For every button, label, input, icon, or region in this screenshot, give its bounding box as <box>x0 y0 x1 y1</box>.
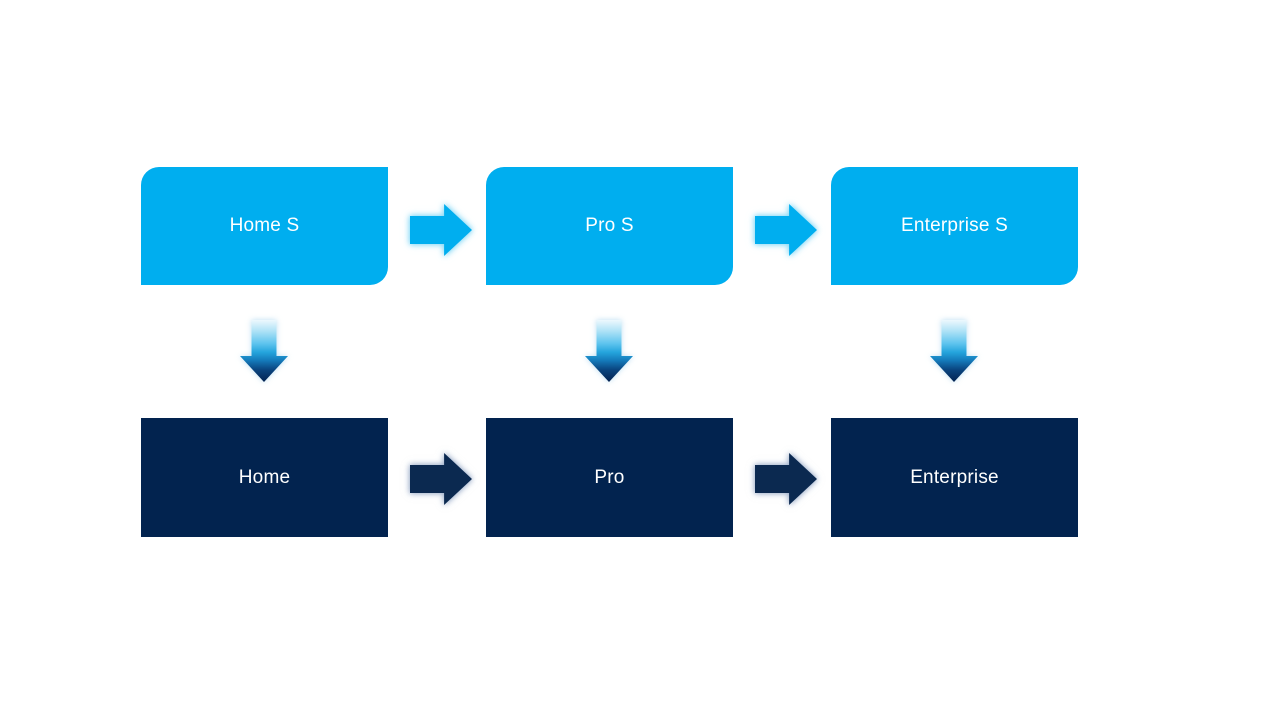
right-arrow-icon <box>410 453 472 505</box>
connector-home-s-to-pro-s <box>410 204 472 256</box>
node-pro: Pro <box>486 418 733 537</box>
connector-home-s-to-home <box>240 320 288 382</box>
node-home-s-label: Home S <box>229 215 300 236</box>
node-home: Home <box>141 418 388 537</box>
node-enterprise: Enterprise <box>831 418 1078 537</box>
connector-pro-s-to-enterprise-s <box>755 204 817 256</box>
right-arrow-icon <box>410 204 472 256</box>
node-pro-s-label: Pro S <box>585 215 634 236</box>
node-pro-label: Pro <box>594 466 625 488</box>
down-arrow-icon <box>585 320 633 382</box>
connector-enterprise-s-to-enterprise <box>930 320 978 382</box>
node-enterprise-s: Enterprise S <box>831 167 1078 285</box>
right-arrow-icon <box>755 204 817 256</box>
node-home-s: Home S <box>141 167 388 285</box>
down-arrow-icon <box>930 320 978 382</box>
down-arrow-icon <box>240 320 288 382</box>
connector-home-to-pro <box>410 453 472 505</box>
connector-pro-to-enterprise <box>755 453 817 505</box>
node-enterprise-s-label: Enterprise S <box>901 215 1008 236</box>
right-arrow-icon <box>755 453 817 505</box>
node-pro-s: Pro S <box>486 167 733 285</box>
node-enterprise-label: Enterprise <box>910 466 999 488</box>
node-home-label: Home <box>238 466 291 488</box>
connector-pro-s-to-pro <box>585 320 633 382</box>
